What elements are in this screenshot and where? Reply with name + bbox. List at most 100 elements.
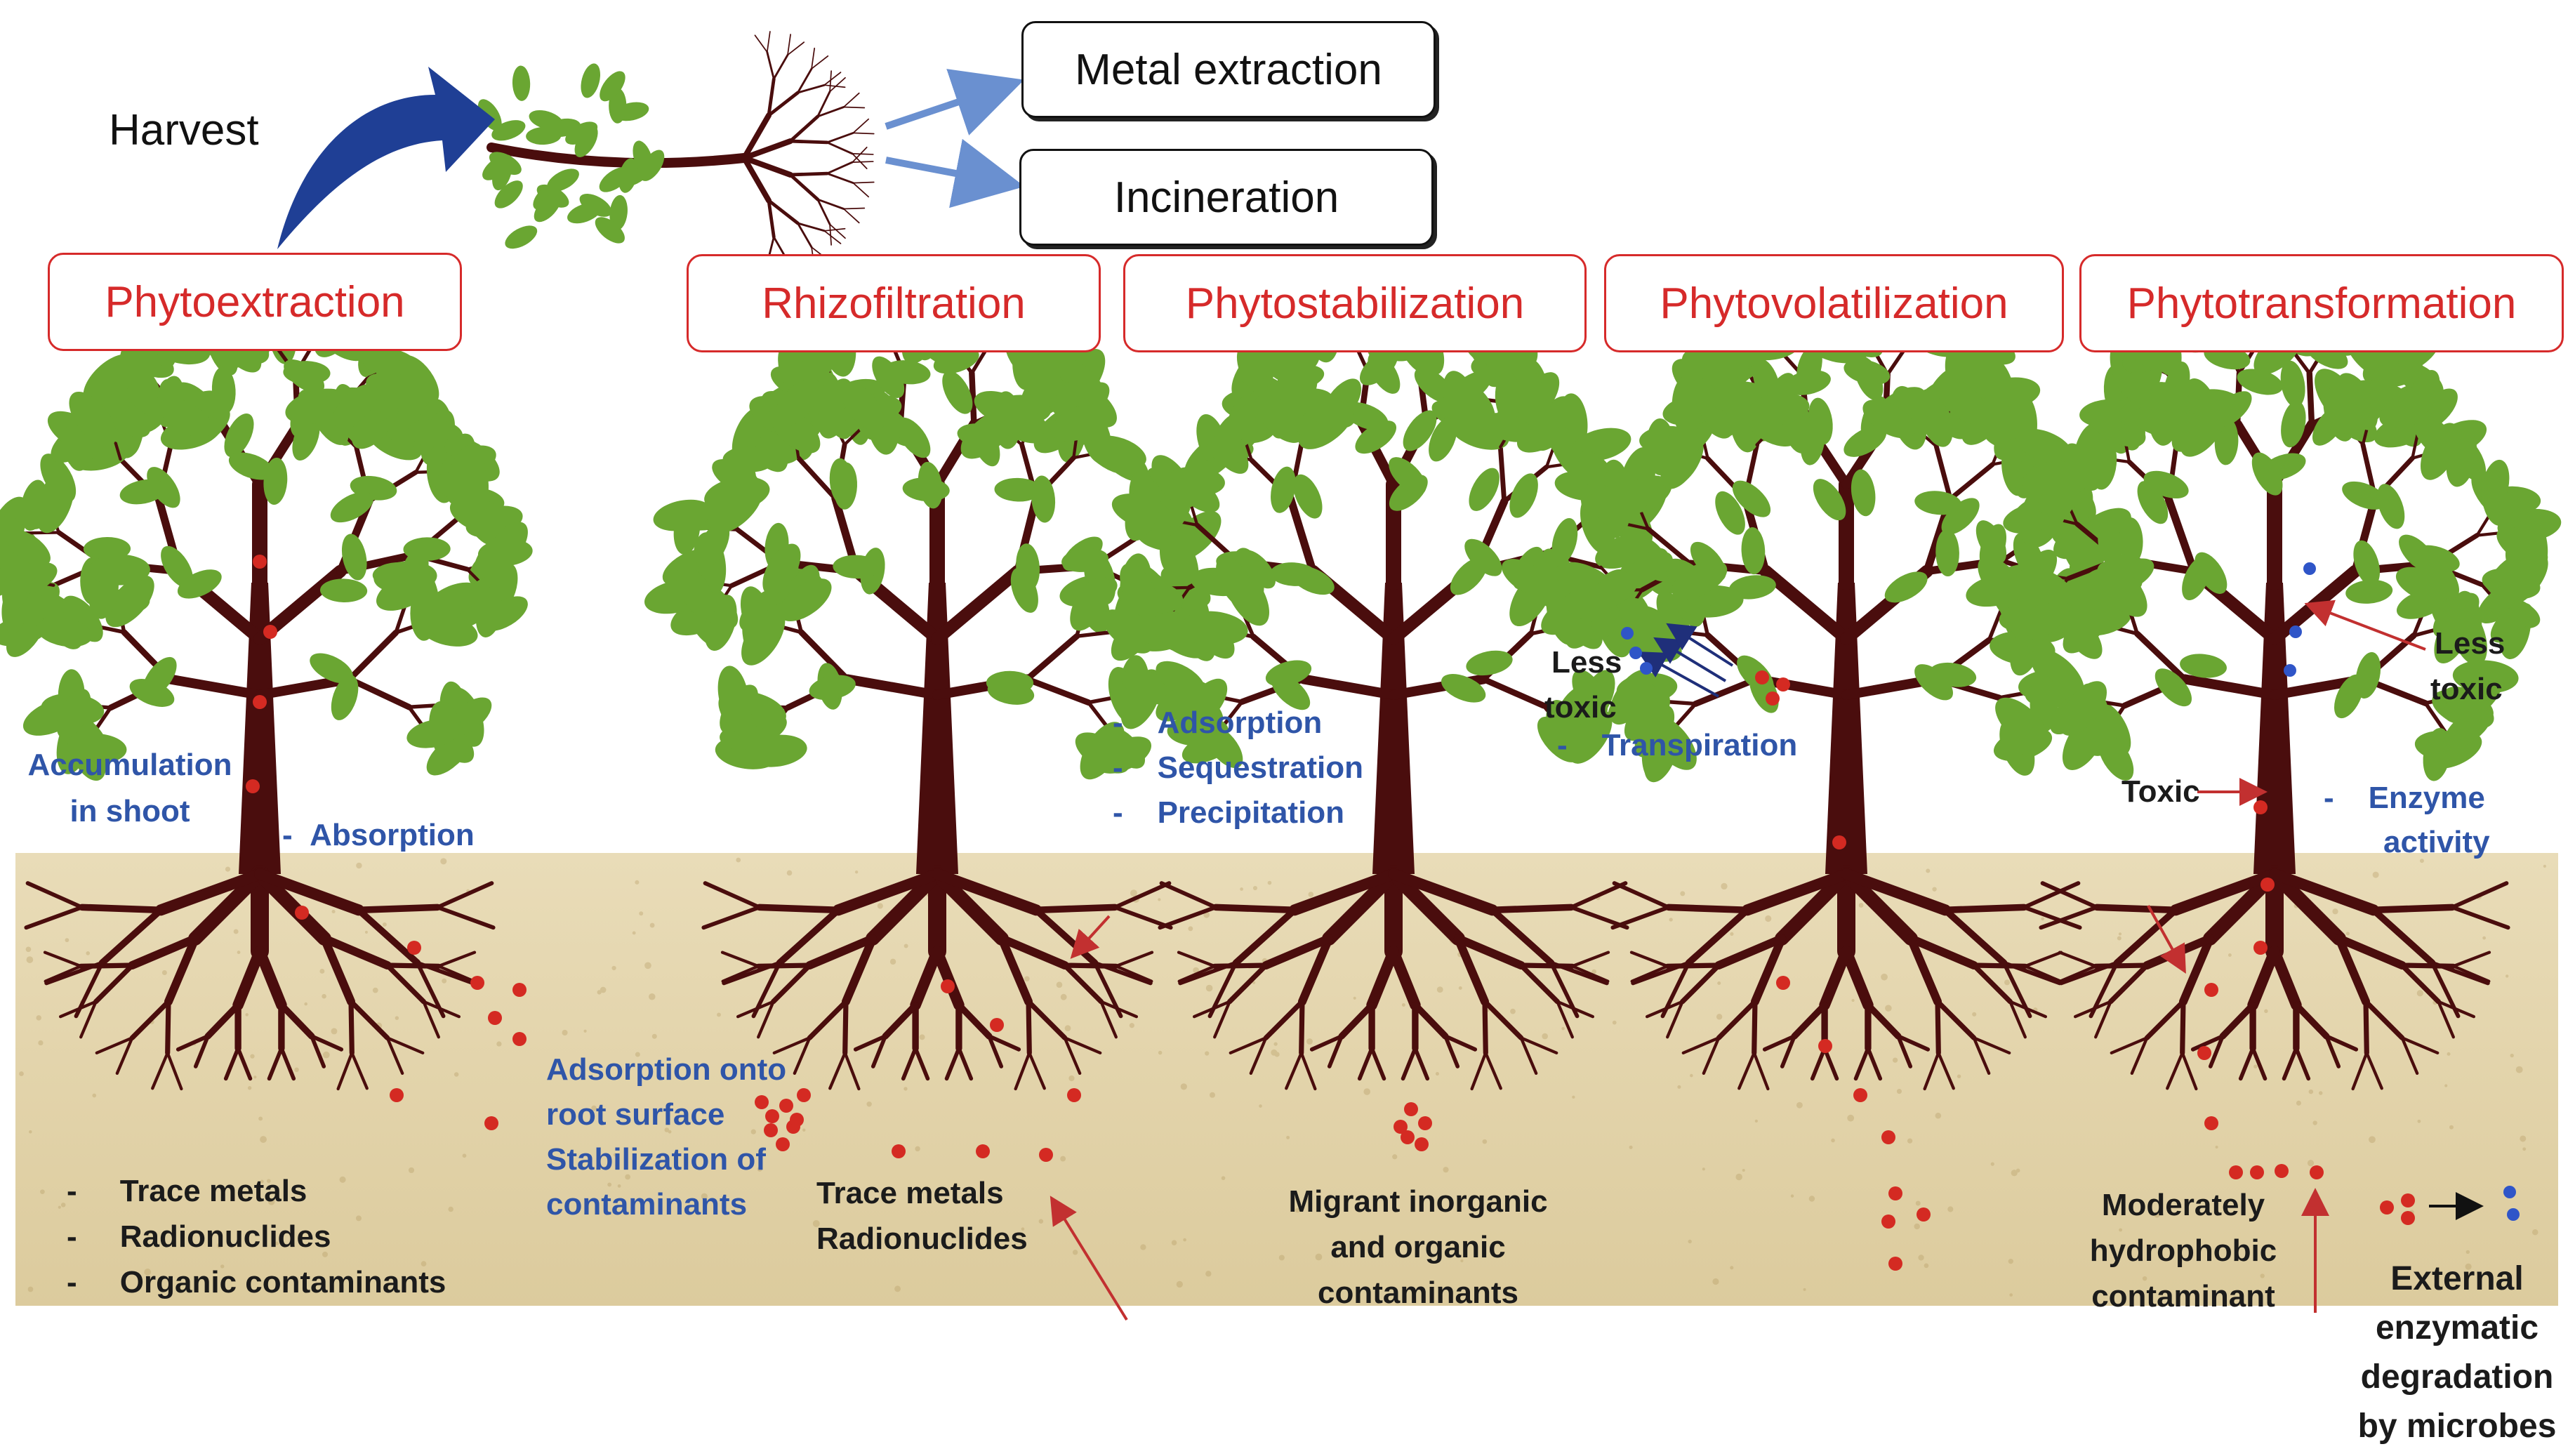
leaf xyxy=(1271,466,1296,513)
leaf xyxy=(1672,560,1728,600)
leaf xyxy=(743,734,807,767)
leaf xyxy=(1851,469,1876,517)
pt-less: Less xyxy=(2435,626,2506,661)
leaf xyxy=(581,63,601,98)
leaf xyxy=(833,462,858,510)
rhizofiltration-arrows xyxy=(1050,915,1128,1321)
leaf xyxy=(1813,479,1846,521)
contaminant-dot xyxy=(941,979,955,993)
leaf xyxy=(1935,529,1959,577)
contaminant-dot xyxy=(2229,1165,2243,1179)
contaminant-dot xyxy=(797,1088,811,1102)
leaf xyxy=(6,529,51,567)
leaf xyxy=(331,675,359,720)
leaf xyxy=(330,491,373,523)
leaf xyxy=(406,719,461,748)
contaminant-dot xyxy=(2401,1193,2415,1207)
leaf xyxy=(2260,453,2306,481)
leaf xyxy=(2452,660,2519,694)
contaminant-dot xyxy=(776,1137,790,1151)
leaf xyxy=(2185,389,2243,418)
leaf xyxy=(62,595,103,642)
metal-extraction-box: Metal extraction xyxy=(1021,21,1436,118)
leaf xyxy=(319,578,368,602)
contaminant-dot xyxy=(2310,1165,2324,1179)
leaf xyxy=(1747,393,1810,425)
harvest-label: Harvest xyxy=(109,106,259,154)
contaminant-dot xyxy=(2260,878,2275,892)
leaf xyxy=(2345,579,2393,604)
leaf xyxy=(1211,413,1246,461)
extraction-contaminant-1: - Trace metals xyxy=(67,1174,307,1208)
leaf xyxy=(840,381,885,432)
pv-toxic: toxic xyxy=(1544,690,1617,724)
leaf xyxy=(2423,728,2451,781)
leaf xyxy=(618,158,638,193)
pt-toxic-low: toxic xyxy=(2430,672,2503,706)
harvest-arrow xyxy=(277,67,495,249)
contaminant-dot xyxy=(764,1123,778,1137)
leaf xyxy=(529,110,564,131)
leaf xyxy=(1728,575,1776,600)
leaf xyxy=(1180,617,1238,646)
leaf xyxy=(1914,491,1962,515)
contaminant-dots xyxy=(246,555,2415,1271)
contaminant-dot xyxy=(390,1088,404,1102)
leaf xyxy=(2444,708,2492,748)
leaf xyxy=(1624,691,1670,741)
leaf xyxy=(1299,392,1355,428)
leaf xyxy=(1182,678,1228,729)
leaf xyxy=(933,347,979,374)
leaf xyxy=(333,384,378,428)
leaf xyxy=(534,193,562,223)
arrow-to-incineration xyxy=(885,138,1025,209)
contaminant-dot xyxy=(246,779,260,793)
accumulation-label: Accumulation xyxy=(27,748,232,782)
contaminant-dot xyxy=(2204,1116,2218,1130)
leaf xyxy=(1862,399,1916,439)
arrow-to-metal-extraction xyxy=(885,69,1024,135)
contaminant-dot xyxy=(488,1011,502,1025)
leaf xyxy=(2137,481,2169,524)
pv-less: Less xyxy=(1551,645,1622,680)
leaf xyxy=(1020,366,1059,416)
contaminant-dot xyxy=(976,1144,990,1158)
leaf xyxy=(676,565,715,619)
leaf xyxy=(161,545,194,588)
leaf xyxy=(1941,498,1980,535)
leaf xyxy=(1884,571,1928,603)
trunk xyxy=(916,583,958,874)
leaf xyxy=(1464,538,1502,576)
contaminant-dot xyxy=(512,983,527,997)
leaf xyxy=(1087,438,1141,475)
leaf xyxy=(1271,673,1311,710)
in-shoot-label: in shoot xyxy=(69,794,190,828)
pt-activity: activity xyxy=(2383,825,2490,859)
transformation-arrows xyxy=(2147,600,2520,1313)
contaminant-dot xyxy=(1067,1088,1081,1102)
leaf xyxy=(1120,563,1158,619)
contaminant-dot xyxy=(2380,1200,2394,1215)
contaminant-dot xyxy=(1776,976,1790,990)
contaminant-dot xyxy=(1881,1130,1895,1144)
pt-degradation: degradation xyxy=(2360,1358,2554,1396)
leaf xyxy=(2342,481,2387,510)
leaf xyxy=(722,446,775,472)
method-phytovolatilization: Phytovolatilization xyxy=(1604,254,2064,352)
contaminant-dot xyxy=(263,625,277,639)
tree-1 xyxy=(0,272,533,1091)
contaminant-dot xyxy=(779,1099,793,1113)
method-phytoextraction: Phytoextraction xyxy=(48,253,462,351)
leaf xyxy=(833,555,880,579)
contaminant-dot xyxy=(295,906,309,920)
leaf xyxy=(2098,519,2122,567)
leaf xyxy=(1854,356,1884,401)
rf-contaminants: contaminants xyxy=(546,1187,748,1222)
leaf xyxy=(896,417,931,458)
contaminant-dot xyxy=(2204,983,2218,997)
trace-metals-text: Trace metals xyxy=(119,1174,307,1208)
pt-toxic: Toxic xyxy=(2121,774,2200,809)
contaminant-dot xyxy=(1776,677,1790,691)
contaminant-dot xyxy=(1888,1257,1902,1271)
contaminant-dot xyxy=(790,1113,804,1127)
